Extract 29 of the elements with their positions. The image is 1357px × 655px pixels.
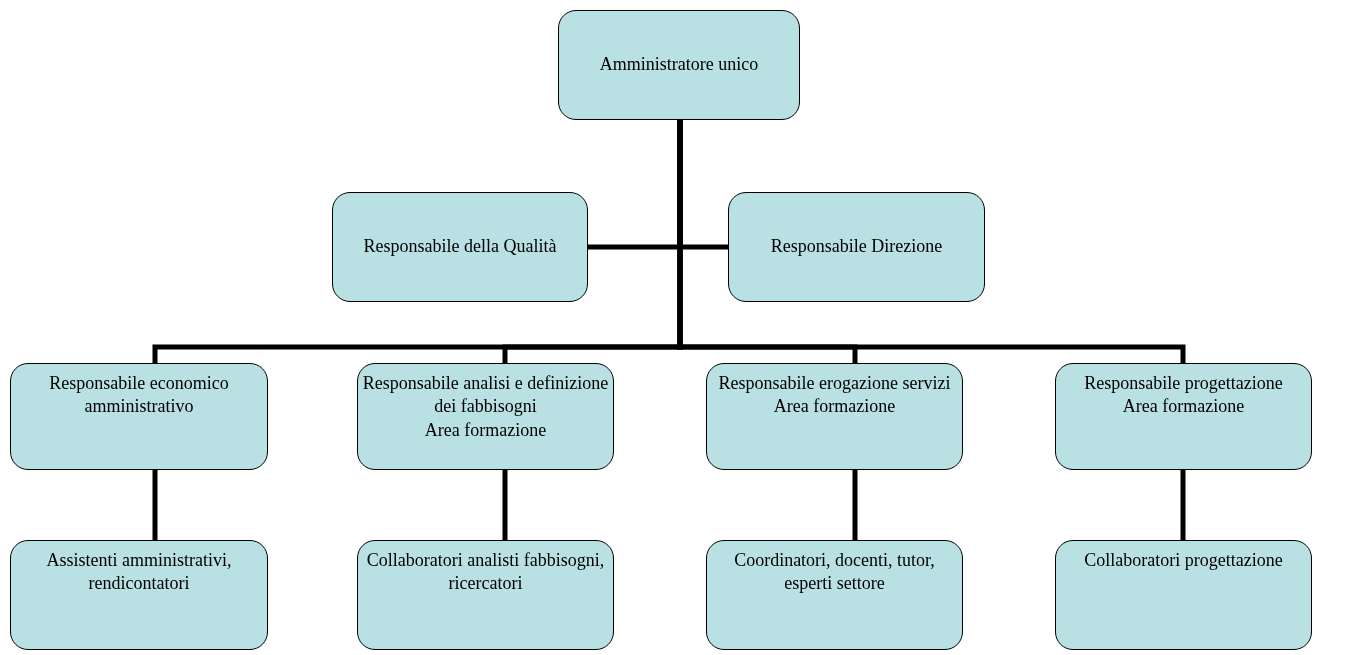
org-box xyxy=(10,540,268,650)
role-text: Responsabile erogazione servizi xyxy=(718,372,951,395)
org-box xyxy=(10,363,268,470)
connector-line xyxy=(1180,470,1186,540)
role-text: Responsabile della Qualità xyxy=(363,235,557,259)
role-text: Responsabile analisi e definizione dei fabbisogni xyxy=(362,372,609,419)
role-text: Assistenti amministrativi, rendicontatori xyxy=(45,549,233,596)
role-text: Coordinatori, docenti, tutor, esperti settore xyxy=(733,549,936,596)
connector-line xyxy=(852,470,858,540)
org-box xyxy=(357,540,614,650)
org-box xyxy=(728,192,985,302)
org-box xyxy=(1055,540,1312,650)
connector-line xyxy=(152,470,158,540)
role-text: Responsabile Direzione xyxy=(770,235,943,259)
role-text: Responsabile progettazione xyxy=(1084,372,1283,395)
role-text: Area formazione xyxy=(773,395,896,419)
org-box xyxy=(706,363,963,470)
org-box xyxy=(558,10,800,120)
role-text: Amministratore unico xyxy=(599,53,759,77)
connector-line xyxy=(502,470,508,540)
role-text: Area formazione xyxy=(424,418,547,442)
role-text: Area formazione xyxy=(1122,395,1245,419)
role-text: Collaboratori progettazione xyxy=(1084,549,1283,572)
org-box xyxy=(1055,363,1312,470)
org-box xyxy=(332,192,588,302)
org-box xyxy=(357,363,614,470)
role-text: Collaboratori analisti fabbisogni, ricercatori xyxy=(365,549,606,596)
role-text: Responsabile economico amministrativo xyxy=(48,372,230,419)
org-box xyxy=(706,540,963,650)
